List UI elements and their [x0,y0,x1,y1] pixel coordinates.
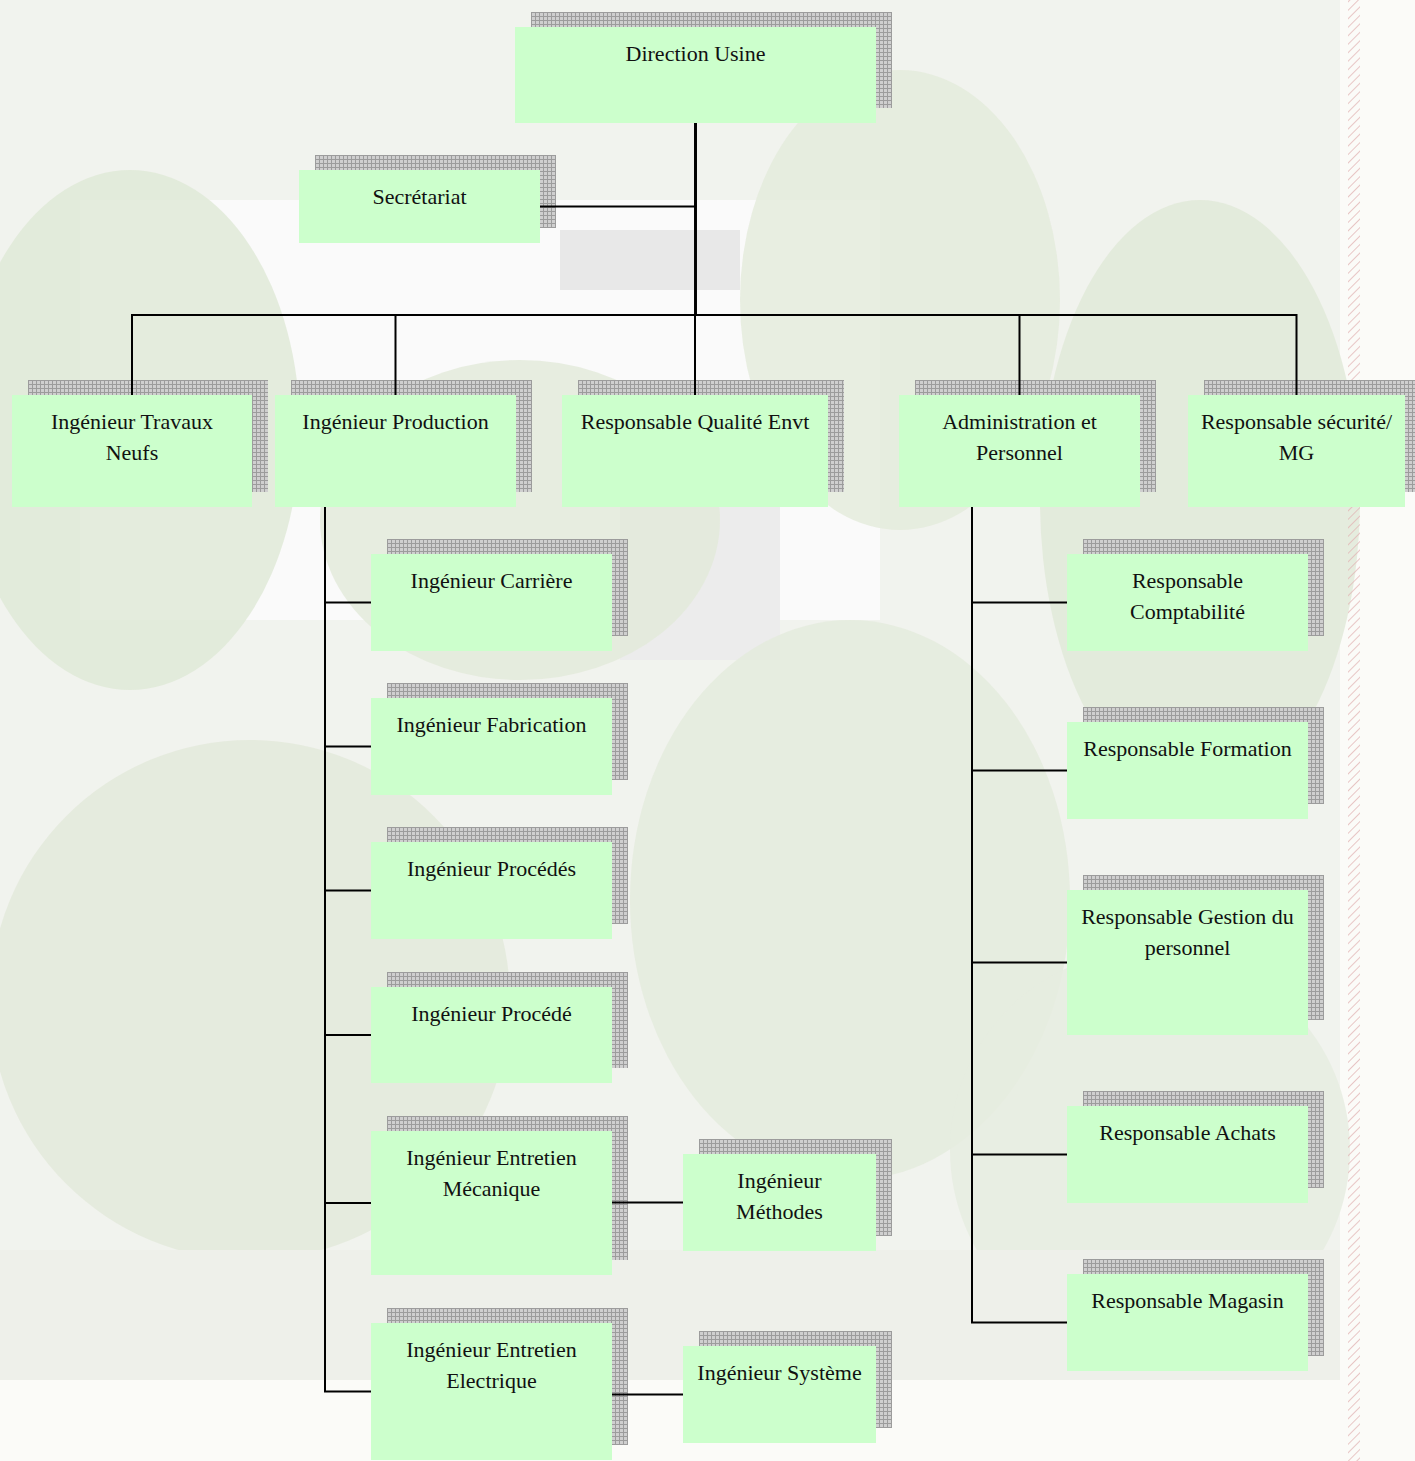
org-box: Ingénieur Procédé [371,987,612,1083]
org-connector [612,1394,683,1396]
box-label: Ingénieur Procédé [383,998,600,1029]
org-connector [696,123,1297,395]
org-box: Ingénieur Carrière [371,554,612,651]
org-connector [325,507,371,1035]
box-label: Responsable Gestion du personnel [1079,901,1296,963]
org-connector [612,1202,683,1204]
building-windows [560,230,740,290]
box-label: Administration et Personnel [911,406,1128,468]
org-box: Ingénieur Fabrication [371,698,612,795]
org-box: Ingénieur Méthodes [683,1154,876,1251]
org-connector [325,507,371,603]
org-box: Administration et Personnel [899,395,1140,507]
tree [0,170,300,690]
box-label: Ingénieur Carrière [383,565,600,596]
org-box: Responsable Gestion du personnel [1067,890,1308,1035]
org-connector [325,507,371,1392]
ground [0,1250,1340,1380]
org-box: Responsable Comptabilité [1067,554,1308,651]
box-label: Responsable Comptabilité [1079,565,1296,627]
org-connector [972,507,1067,1323]
box-label: Secrétariat [311,181,528,212]
org-connector [325,507,371,747]
box-label: Ingénieur Procédés [383,853,600,884]
box-label: Ingénieur Système [695,1357,864,1388]
box-label: Direction Usine [527,38,864,69]
org-connector [396,123,696,395]
org-connector [696,123,1020,395]
org-connector [972,507,1067,603]
box-label: Responsable Qualité Envt [574,406,816,437]
box-label: Ingénieur Méthodes [695,1165,864,1227]
box-label: Responsable Formation [1079,733,1296,764]
box-label: Responsable sécurité/ MG [1200,406,1393,468]
org-box: Ingénieur Travaux Neufs [12,395,252,507]
box-label: Ingénieur Entretien Mécanique [383,1142,600,1204]
org-connector [972,507,1067,771]
margin-strip [1348,0,1360,1461]
org-connector [972,507,1067,1155]
org-box: Responsable Qualité Envt [562,395,828,507]
org-box: Ingénieur Production [275,395,516,507]
box-label: Ingénieur Fabrication [383,709,600,740]
org-box: Responsable Achats [1067,1106,1308,1203]
box-label: Ingénieur Travaux Neufs [24,406,240,468]
org-box: Responsable sécurité/ MG [1188,395,1405,507]
org-box: Responsable Magasin [1067,1274,1308,1371]
org-box: Ingénieur Système [683,1346,876,1443]
org-box: Ingénieur Entretien Mécanique [371,1131,612,1275]
box-label: Responsable Achats [1079,1117,1296,1148]
org-connector [972,507,1067,963]
org-connector [325,507,371,891]
org-box: Responsable Formation [1067,722,1308,819]
box-label: Ingénieur Entretien Electrique [383,1334,600,1396]
org-box: Direction Usine [515,27,876,123]
box-label: Responsable Magasin [1079,1285,1296,1316]
org-box: Ingénieur Procédés [371,842,612,939]
box-label: Ingénieur Production [287,406,504,437]
org-connector [325,507,371,1203]
org-box: Ingénieur Entretien Electrique [371,1323,612,1460]
org-connector [540,123,696,207]
org-box: Secrétariat [299,170,540,243]
org-connector [132,123,696,395]
